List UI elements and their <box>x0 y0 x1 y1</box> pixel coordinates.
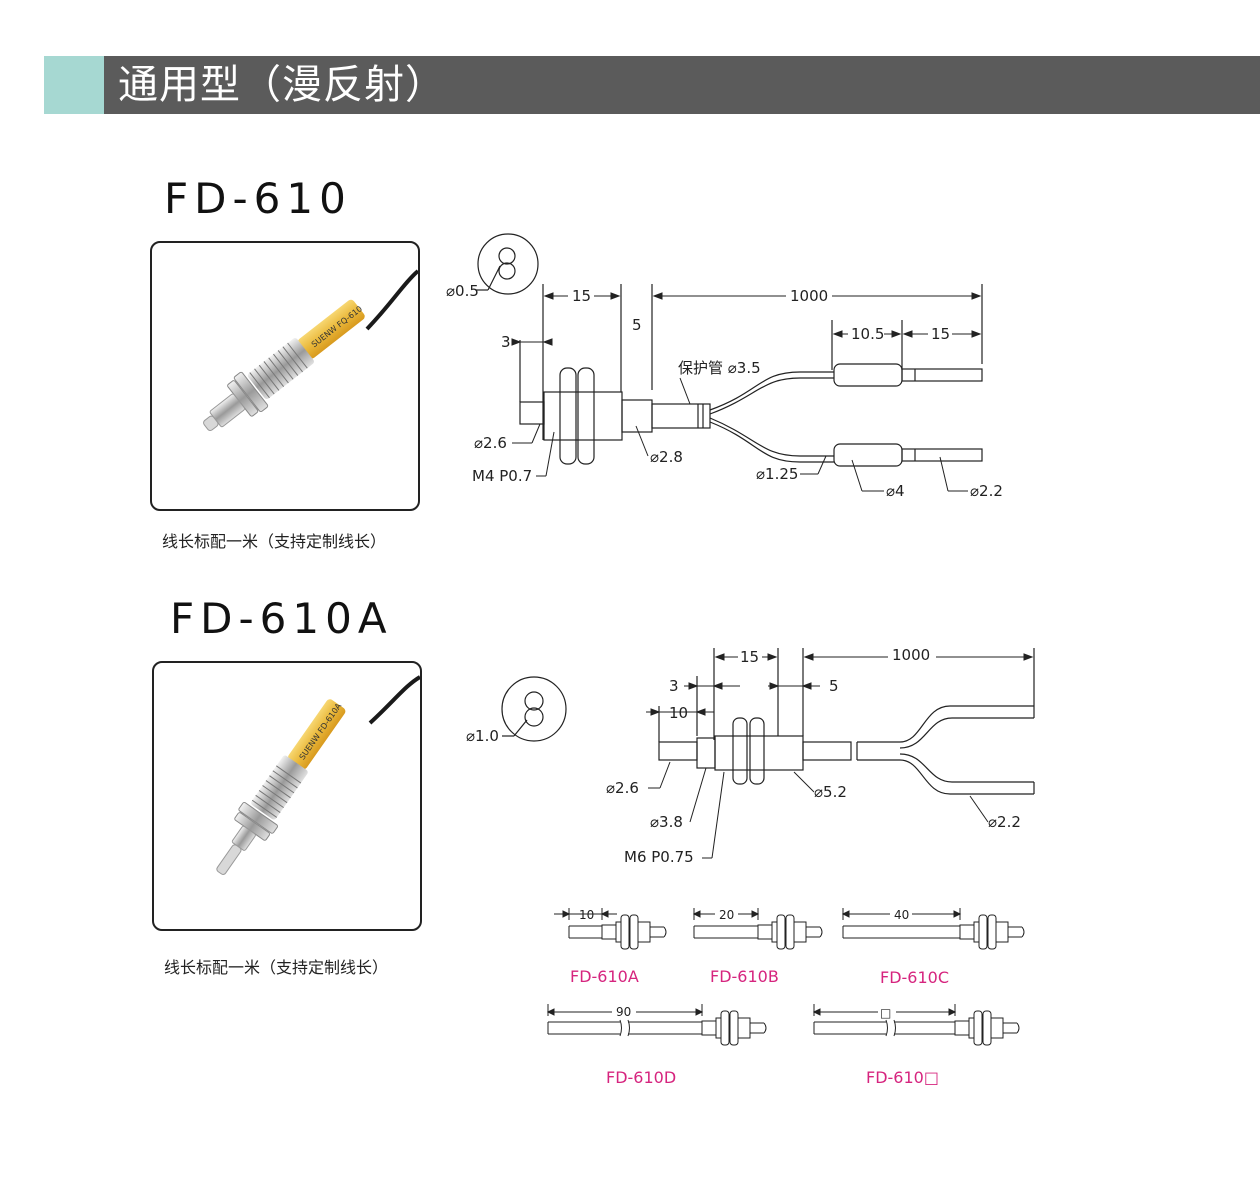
dim-tip-10: 10 <box>669 704 688 722</box>
dim-d28: ⌀2.8 <box>650 448 683 466</box>
dim-d22: ⌀2.2 <box>970 482 1003 500</box>
dim-d22: ⌀2.2 <box>988 813 1021 831</box>
dim-gap-5: 5 <box>829 677 839 695</box>
dim-thread-m6: M6 P0.75 <box>624 848 694 866</box>
dim-connector-15: 15 <box>931 325 950 343</box>
dim-d52: ⌀5.2 <box>814 783 847 801</box>
dim-gap-5: 5 <box>632 316 642 334</box>
model-title-fd-610: FD-610 <box>164 174 352 223</box>
caption-fd-610a: 线长标配一米（支持定制线长） <box>164 958 389 977</box>
dimension-drawing-fd-610: ⌀0.5 15 1000 5 3 10.5 15 保护管 ⌀3.5 ⌀2.6 M… <box>446 233 1003 500</box>
sensor-photo-illustration: SUENW FQ-610 <box>203 269 418 432</box>
variant-c-label: FD-610C <box>880 968 949 987</box>
dim-thread-m4: M4 P0.7 <box>472 467 532 485</box>
dim-d10: ⌀1.0 <box>466 727 499 745</box>
variant-b-label: FD-610B <box>710 967 779 986</box>
dim-length-1000: 1000 <box>790 287 828 305</box>
dim-width-15: 15 <box>740 648 759 666</box>
dimension-drawing-fd-610a: ⌀1.0 15 1000 3 5 10 ⌀2.6 ⌀3.8 M6 P0.75 ⌀… <box>466 646 1035 866</box>
variant-c-length: 40 <box>894 908 909 922</box>
model-title-fd-610a: FD-610A <box>170 594 393 643</box>
dim-d26: ⌀2.6 <box>606 779 639 797</box>
product-photo-fd-610: SUENW FQ-610 <box>150 241 420 511</box>
variant-d-label: FD-610D <box>606 1068 676 1087</box>
dim-protective-tube: 保护管 ⌀3.5 <box>678 359 761 377</box>
variant-a-length: 10 <box>579 908 594 922</box>
dim-length-1000: 1000 <box>892 646 930 664</box>
dim-d125: ⌀1.25 <box>756 465 798 483</box>
dim-connector-105: 10.5 <box>851 325 884 343</box>
variant-b-length: 20 <box>719 908 734 922</box>
dim-d26: ⌀2.6 <box>474 434 507 452</box>
page-title: 通用型（漫反射） <box>118 62 446 108</box>
dim-ferrule-3: 3 <box>669 677 679 695</box>
variant-a-label: FD-610A <box>570 967 639 986</box>
dim-tip-3: 3 <box>501 333 511 351</box>
sensor-photo-illustration: SUENW FD-610A <box>216 675 420 875</box>
product-photo-fd-610a: SUENW FD-610A <box>152 661 422 931</box>
caption-fd-610: 线长标配一米（支持定制线长） <box>162 532 387 551</box>
variant-d-length: 90 <box>616 1005 631 1019</box>
variant-custom-label: FD-610□ <box>866 1068 939 1087</box>
header-bar <box>104 56 1260 114</box>
dim-width-15: 15 <box>572 287 591 305</box>
dim-d05: ⌀0.5 <box>446 282 479 300</box>
variant-drawings: 10 20 40 90 □ FD-610A FD-610B FD-610C FD… <box>546 908 1025 1087</box>
dim-d4: ⌀4 <box>886 482 905 500</box>
dim-d38: ⌀3.8 <box>650 813 683 831</box>
header-accent <box>44 56 104 114</box>
variant-custom-length: □ <box>880 1006 891 1020</box>
